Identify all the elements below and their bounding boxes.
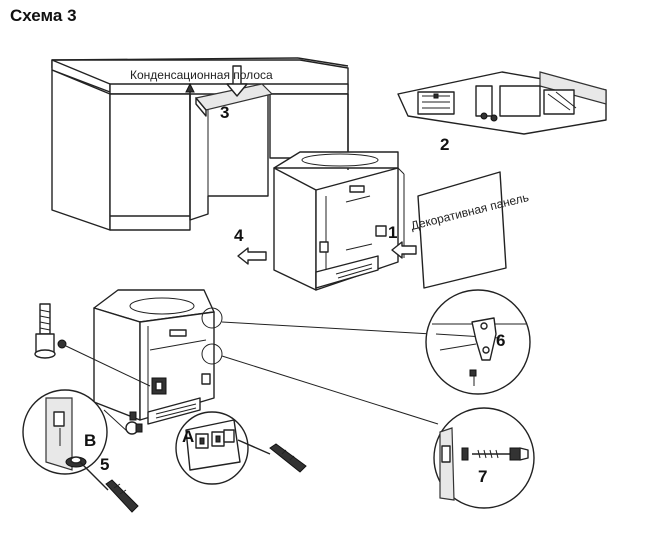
- letter-b: B: [84, 431, 96, 450]
- dishwasher-upper: [273, 151, 405, 291]
- detail-7-screw-fix: [433, 407, 535, 509]
- callout-marker-side: [201, 343, 223, 365]
- arrow-left-1: [391, 241, 417, 259]
- condensation-strip-label: Конденсационная полоса: [130, 68, 273, 82]
- dishwasher-lower: [93, 289, 215, 435]
- detail-a-kickplate: [175, 411, 307, 485]
- detail-5-foot-adjust: [22, 389, 139, 513]
- decorative-panel: [417, 171, 507, 289]
- step-number-1: 1: [388, 223, 397, 242]
- adjustable-foot: [34, 303, 151, 387]
- detail-6-side-bracket: [425, 289, 531, 395]
- kitchen-cabinet: [51, 57, 349, 231]
- arrow-left-4: [237, 247, 267, 265]
- callout-marker-top: [201, 307, 223, 329]
- step-number-6: 6: [496, 331, 505, 350]
- step-number-5: 5: [100, 455, 109, 474]
- scheme-title: Схема 3: [10, 6, 77, 25]
- condensation-strip: [185, 65, 274, 117]
- step-number-2: 2: [440, 135, 449, 154]
- detail-2-hinge: [397, 71, 607, 135]
- step-number-3: 3: [220, 103, 229, 122]
- step-number-4: 4: [234, 226, 244, 245]
- step-number-7: 7: [478, 467, 487, 486]
- letter-a: A: [182, 427, 194, 446]
